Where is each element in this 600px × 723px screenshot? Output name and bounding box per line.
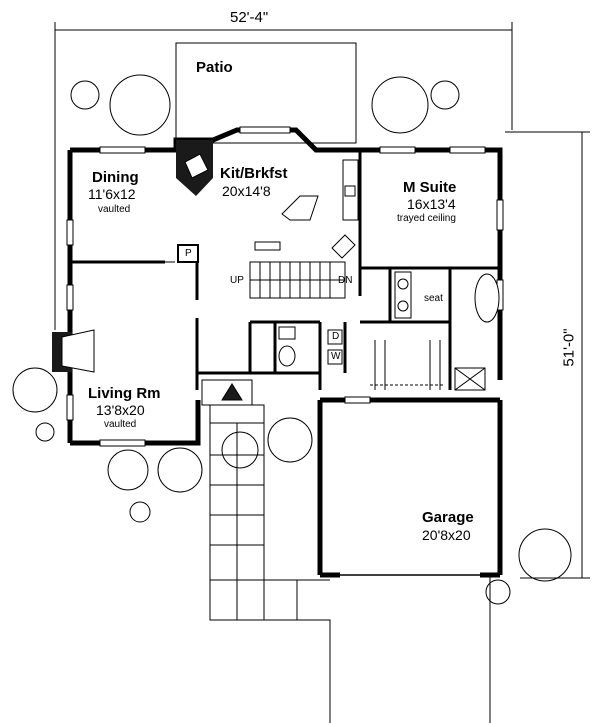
washer-label: W (331, 351, 341, 362)
closets (370, 340, 445, 390)
dining-label: Dining (92, 169, 139, 186)
stairs (75, 241, 346, 299)
interior-walls (70, 150, 500, 390)
dimension-lines (54, 22, 590, 579)
seat-label: seat (424, 293, 443, 304)
kitchen-label: Kit/Brkfst (220, 165, 288, 182)
suite-label: M Suite (403, 179, 457, 196)
windows (66, 126, 504, 447)
dining-size: 11'6x12 (88, 186, 136, 202)
overall-width-dimension: 52'-4" (230, 9, 269, 26)
suite-size: 16x13'4 (407, 196, 456, 212)
dining-note: vaulted (98, 204, 131, 215)
fireplace-icons (52, 140, 213, 373)
living-note: vaulted (104, 419, 137, 430)
overall-depth-dimension: 51'-0" (560, 328, 578, 367)
bath-fixtures (278, 271, 500, 391)
living-size: 13'8x20 (96, 402, 145, 418)
living-label: Living Rm (88, 385, 161, 402)
pantry-label: P (185, 248, 192, 259)
kitchen-fixtures (163, 159, 359, 263)
stairs-down-label: DN (338, 275, 353, 286)
entry-walk (201, 379, 491, 723)
patio-label: Patio (196, 59, 233, 76)
kitchen-size: 20x14'8 (222, 183, 271, 199)
garage-size: 20'8x20 (422, 527, 471, 543)
dryer-label: D (332, 331, 340, 342)
landscape-shrubs (12, 74, 572, 605)
suite-note: trayed ceiling (397, 213, 456, 224)
garage-label: Garage (422, 509, 474, 526)
stairs-up-label: UP (230, 275, 244, 286)
patio-outline (175, 42, 357, 144)
